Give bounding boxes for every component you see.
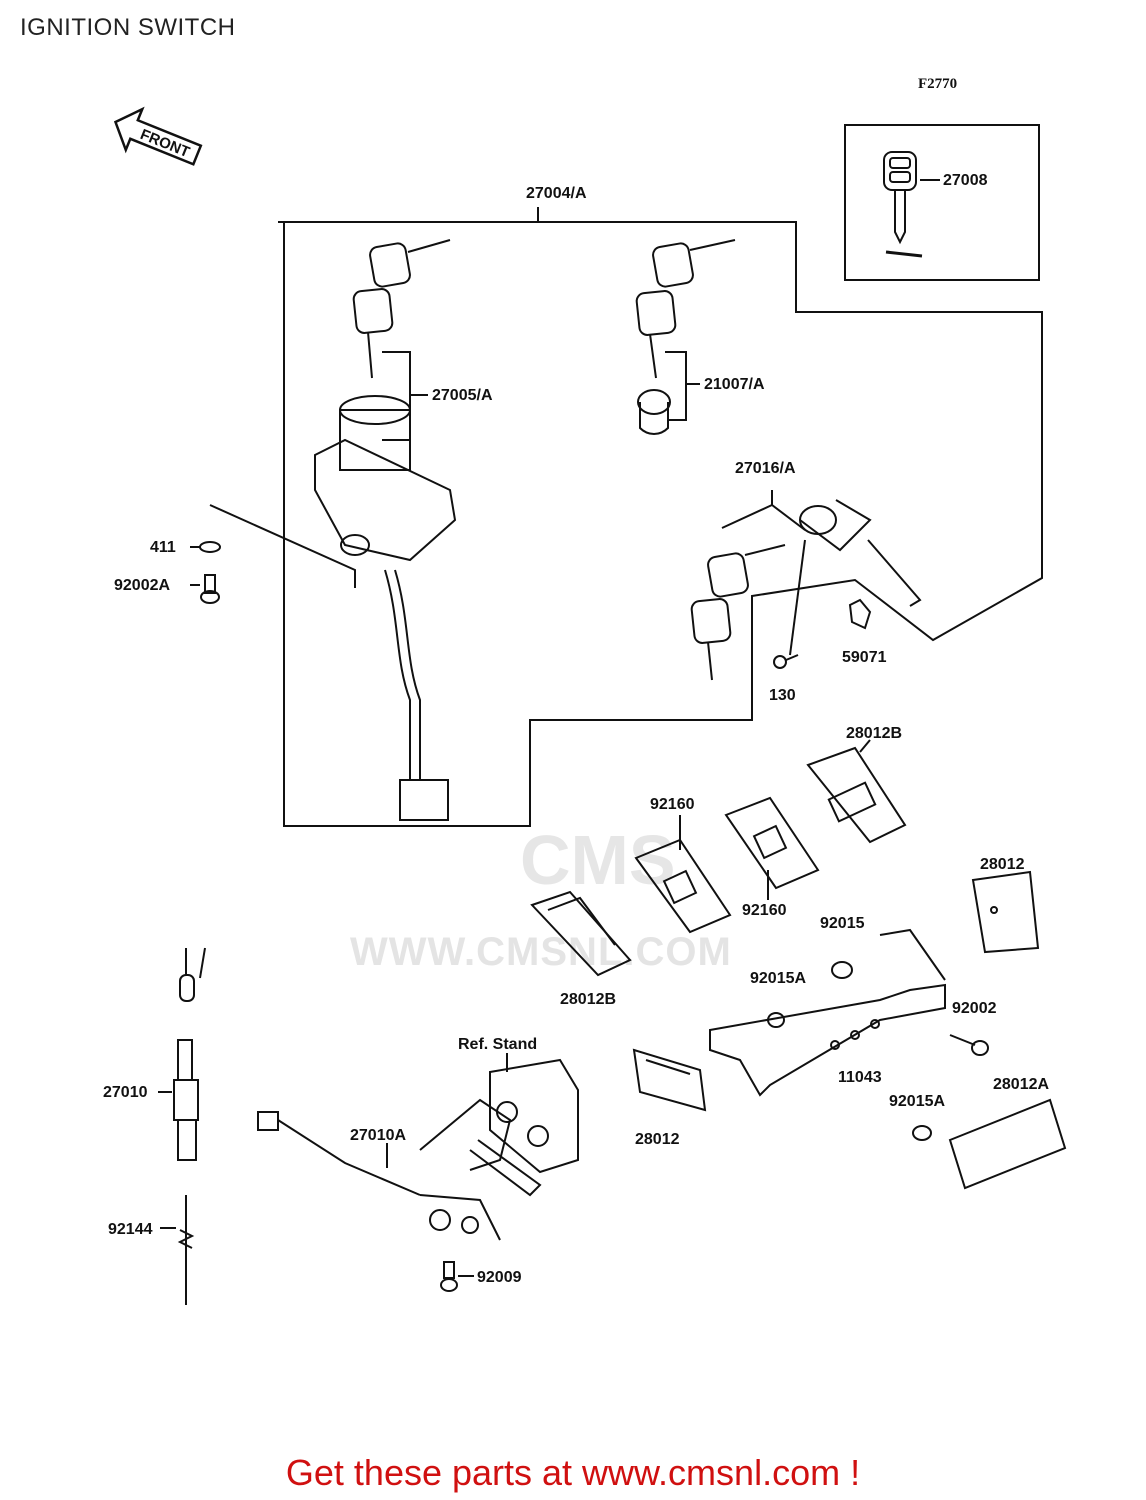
label-411: 411 — [150, 539, 176, 556]
bolt-92002-icon — [949, 1034, 989, 1056]
footer-link[interactable]: Get these parts at www.cmsnl.com ! — [285, 1452, 861, 1493]
front-arrow-icon: FRONT — [113, 106, 203, 166]
label-92015: 92015 — [820, 915, 865, 932]
bolt-130-icon — [773, 654, 799, 669]
nut-92015a-b-icon — [912, 1125, 932, 1141]
screw-92009-icon — [440, 1261, 458, 1292]
label-92160-a: 92160 — [650, 796, 695, 813]
label-130: 130 — [769, 687, 796, 704]
label-92002: 92002 — [952, 1000, 997, 1017]
label-92002a: 92002A — [114, 577, 171, 594]
label-92015a-a: 92015A — [750, 970, 807, 987]
figure-code: F2770 — [918, 76, 958, 92]
nut-92015a-a-icon — [767, 1012, 785, 1028]
washer-411-icon — [199, 541, 221, 553]
side-stand-switch-27010a-icon — [257, 1111, 501, 1241]
page-title: IGNITION SWITCH — [20, 14, 236, 41]
nut-92015-icon — [831, 961, 853, 979]
kit-outline — [278, 221, 1043, 827]
neutral-switch-27010-icon — [173, 947, 206, 1305]
gasket-92160-a-icon — [634, 838, 732, 934]
spring-59071-icon — [848, 598, 872, 630]
helmet-lock-icon — [690, 499, 922, 681]
label-27010a: 27010A — [350, 1127, 407, 1144]
label-27005a: 27005/A — [432, 387, 493, 404]
label-59071: 59071 — [842, 649, 887, 666]
watermark-site: WWW.CMSNL.COM — [350, 930, 732, 974]
reflector-28012a-icon — [948, 1098, 1067, 1190]
reflector-28012b-bottom-icon — [530, 890, 632, 977]
label-21007a: 21007/A — [704, 376, 765, 393]
label-27016a: 27016/A — [735, 460, 796, 477]
label-92015a-b: 92015A — [889, 1093, 946, 1110]
label-92009: 92009 — [477, 1269, 522, 1286]
label-27008: 27008 — [943, 172, 988, 189]
reflector-28012-right-icon — [971, 870, 1040, 954]
ignition-switch-icon — [314, 395, 457, 821]
label-28012-mid: 28012 — [635, 1131, 680, 1148]
label-28012b-bottom: 28012B — [560, 991, 617, 1008]
side-stand-icon — [419, 1058, 579, 1197]
label-27004a: 27004/A — [526, 185, 587, 202]
label-28012b-top: 28012B — [846, 725, 903, 742]
label-28012-right: 28012 — [980, 856, 1025, 873]
bolt-92002a-icon — [200, 574, 220, 604]
label-27010: 27010 — [103, 1084, 148, 1101]
label-92144: 92144 — [108, 1221, 153, 1238]
gasket-92160-b-icon — [724, 796, 820, 890]
label-11043: 11043 — [838, 1069, 882, 1086]
label-92160-b: 92160 — [742, 902, 787, 919]
bracket-11043-icon — [709, 928, 946, 1097]
key-icon — [883, 151, 923, 258]
reflector-28012b-top-icon — [806, 746, 907, 844]
seat-lock-keys-icon — [635, 239, 736, 435]
ignition-keys-icon — [352, 239, 451, 379]
reflector-28012-mid-icon — [632, 1048, 707, 1112]
key-box — [844, 124, 1040, 281]
watermark-logo: CMS — [520, 821, 676, 899]
label-ref-stand: Ref. Stand — [458, 1036, 538, 1053]
label-28012a: 28012A — [993, 1076, 1050, 1093]
